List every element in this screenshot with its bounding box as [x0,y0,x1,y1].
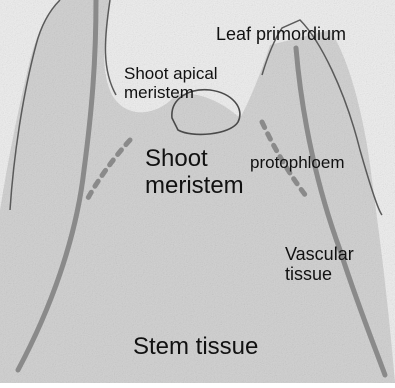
label-leaf-primordium: Leaf primordium [216,24,346,44]
label-stem-tissue: Stem tissue [133,334,258,361]
label-shoot-apical-meristem: Shoot apical meristem [124,64,218,102]
label-shoot-meristem: Shoot meristem [145,146,244,200]
label-protophloem: protophloem [250,153,345,172]
label-vascular-tissue: Vascular tissue [285,244,354,284]
